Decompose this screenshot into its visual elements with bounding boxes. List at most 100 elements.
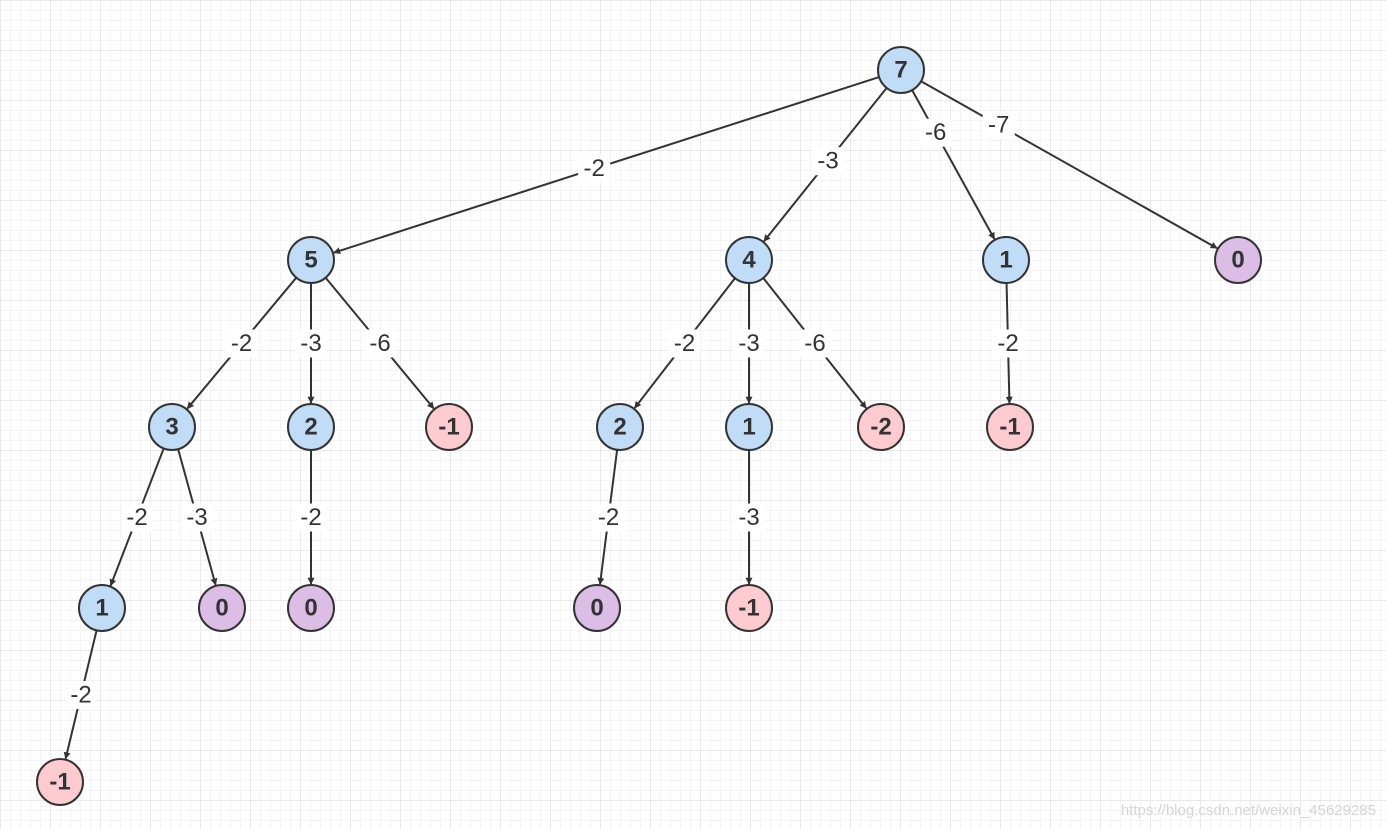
node-label: 0 [304,594,317,621]
node-circle [198,584,246,632]
node-label: 2 [613,413,626,440]
tree-node-r-1: 4 [725,236,773,284]
edge-label-background [812,147,845,176]
node-label: 7 [894,56,907,83]
node-label: 0 [1231,246,1244,273]
node-label: -2 [870,413,891,440]
tree-node-r-0-0: 3 [148,403,196,451]
edge-r-0-0-0: -2 [109,448,165,587]
edge-r-0-1: -3 [295,283,327,404]
edge-label: -6 [925,119,946,146]
edge-label-background [295,329,327,358]
edge-label-background [982,111,1015,140]
node-circle [725,584,773,632]
edge-r-3: -7 [920,80,1218,250]
edge-label: -2 [231,330,252,357]
node-circle [287,403,335,451]
edge-label: -3 [817,148,838,175]
edge-r-0: -2 [333,76,880,255]
edge-label-background [668,329,701,358]
edge-r-2-0: -2 [992,282,1024,404]
edge-label: -2 [598,504,619,531]
node-label: 0 [590,594,603,621]
edge-r-1-0: -2 [633,277,736,409]
edge-label-background [799,329,831,358]
edge-r-0-0: -2 [186,277,298,410]
edge-label: -2 [584,155,605,182]
tree-node-r-2: 1 [982,236,1030,284]
node-label: -1 [49,768,70,795]
node-circle [36,758,84,806]
node-label: 0 [215,594,228,621]
edge-label-background [181,503,213,532]
node-circle [982,236,1030,284]
tree-node-r-1-0: 2 [596,403,644,451]
edge-r-2: -6 [911,89,996,240]
edge-label: -2 [70,681,91,708]
node-label: 1 [999,246,1012,273]
edge-label: -3 [186,504,207,531]
edge-label-background [992,329,1024,358]
node-label: -1 [438,413,459,440]
edge-label: -6 [369,330,390,357]
edge-r-0-1-0: -2 [295,450,327,585]
tree-node-r-1-0-0: 0 [573,584,621,632]
edge-label: -3 [300,330,321,357]
node-label: -1 [738,594,759,621]
edge-label: -7 [988,111,1009,138]
node-label: 1 [95,594,108,621]
edge-label-background [733,329,765,358]
node-label: 1 [742,413,755,440]
tree-node-r: 7 [877,46,925,94]
edge-label: -2 [126,504,147,531]
edge-label-background [225,329,258,358]
edge-label: -6 [804,330,825,357]
edge-label-background [121,503,153,532]
edge-r-0-0-0-0: -2 [63,630,98,760]
tree-node-r-1-2: -2 [857,403,905,451]
edge-label-background [65,681,97,709]
tree-node-r-1-1-0: -1 [725,584,773,632]
edge-label-background [919,118,952,147]
node-circle [596,403,644,451]
edge-label: -2 [300,504,321,531]
edge-label-background [364,329,396,358]
edge-label-background [592,503,625,532]
node-circle [287,584,335,632]
edge-arrow [920,80,1218,250]
node-circle [78,584,126,632]
node-circle [573,584,621,632]
tree-node-r-0-0-0: 1 [78,584,126,632]
node-circle [425,403,473,451]
edge-label-background [578,154,611,183]
node-circle [1214,236,1262,284]
node-circle [986,403,1034,451]
edge-r-0-2: -6 [324,277,435,410]
node-circle [725,403,773,451]
edge-r-1-2: -6 [762,277,867,409]
node-circle [877,46,925,94]
edge-r-1-0-0: -2 [592,449,625,585]
tree-node-r-0-2: -1 [425,403,473,451]
edge-label: -2 [997,330,1018,357]
edge-r-1-1-0: -3 [733,450,765,585]
edge-label-background [295,503,327,532]
tree-node-r-2-0: -1 [986,403,1034,451]
tree-node-r-0-0-0-0: -1 [36,758,84,806]
node-label: 4 [742,246,756,273]
node-circle [725,236,773,284]
edge-label: -2 [674,330,695,357]
tree-node-r-0-1-0: 0 [287,584,335,632]
node-label: 3 [165,413,178,440]
edge-label-background [733,503,765,532]
tree-node-r-0: 5 [287,236,335,284]
edge-arrow [911,89,996,240]
node-label: -1 [999,413,1020,440]
tree-node-r-0-0-1: 0 [198,584,246,632]
watermark: https://blog.csdn.net/weixin_45629285 [1120,802,1376,819]
node-circle [148,403,196,451]
node-label: 2 [304,413,317,440]
edge-label: -3 [738,504,759,531]
tree-node-r-3: 0 [1214,236,1262,284]
